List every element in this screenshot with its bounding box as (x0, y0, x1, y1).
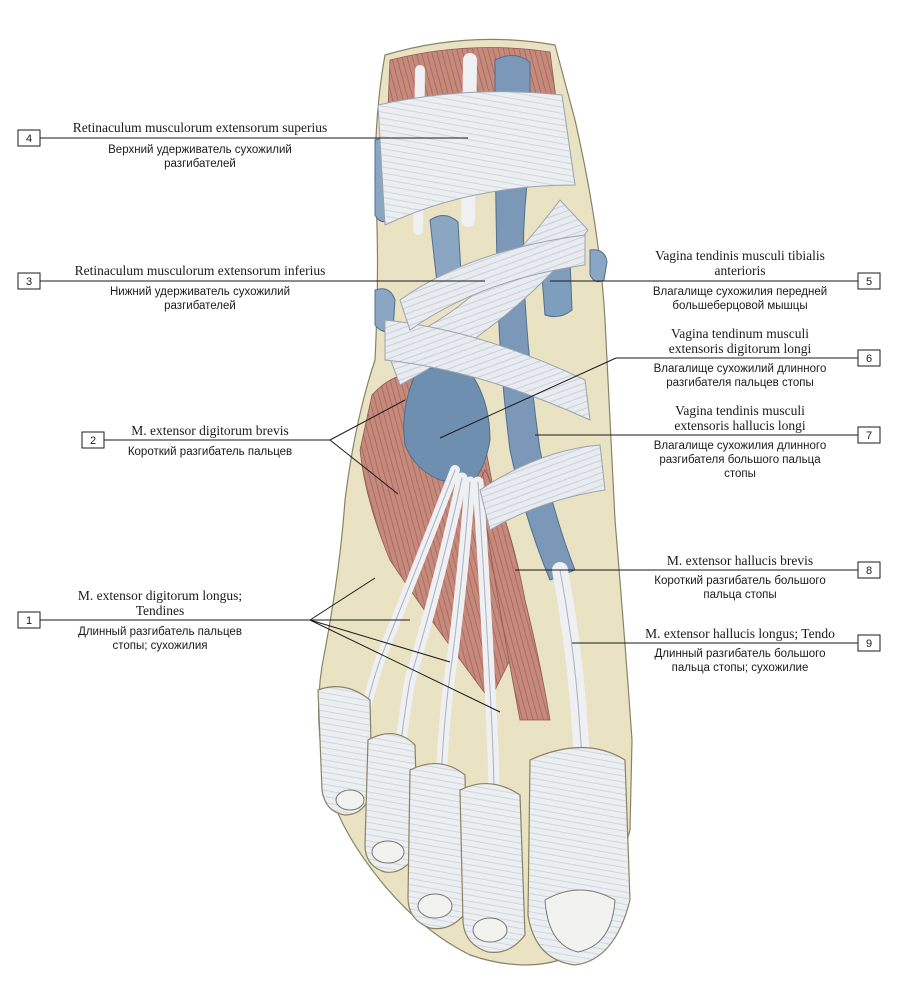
label-3-number: 3 (26, 276, 32, 288)
label-7: 7 Vagina tendinis musculi extensoris hal… (654, 403, 881, 480)
leader-lines (40, 137, 858, 713)
toe-3 (407, 763, 469, 930)
label-3-russian-1: Нижний удерживатель сухожилий (110, 286, 290, 298)
label-7-number: 7 (866, 430, 872, 442)
label-7-russian-2: разгибателя большого пальца (659, 454, 821, 466)
label-9-russian-1: Длинный разгибатель большого (655, 648, 826, 660)
superior-retinaculum (377, 91, 576, 226)
label-9: 9 M. extensor hallucis longus; Tendo Дли… (645, 626, 881, 674)
inferior-retinaculum-band-2 (384, 319, 591, 421)
toe-5 (317, 686, 373, 816)
label-1-latin-2: Tendines (136, 603, 185, 618)
label-8-russian-2: пальца стопы (703, 589, 776, 601)
label-5-number: 5 (866, 276, 872, 288)
label-1-russian-1: Длинный разгибатель пальцев (78, 626, 242, 638)
label-1: 1 M. extensor digitorum longus; Tendines… (17, 588, 242, 652)
label-2-russian-1: Короткий разгибатель пальцев (128, 446, 292, 458)
label-6-latin-1: Vagina tendinum musculi (671, 326, 809, 341)
label-9-latin: M. extensor hallucis longus; Tendo (645, 626, 835, 641)
label-5-russian-2: большеберцовой мышцы (672, 300, 807, 312)
label-3: 3 Retinaculum musculorum extensorum infe… (17, 263, 326, 312)
label-5: 5 Vagina tendinis musculi tibialis anter… (653, 248, 881, 312)
lateral-sheath-bit (589, 249, 608, 283)
label-6-russian-1: Влагалище сухожилий длинного (654, 363, 827, 375)
label-3-russian-2: разгибателей (164, 300, 236, 312)
label-7-latin-2: extensoris hallucis longi (674, 418, 805, 433)
label-4-russian-2: разгибателей (164, 158, 236, 170)
label-5-latin-2: anterioris (715, 263, 766, 278)
nail-5 (335, 789, 365, 811)
label-9-russian-2: пальца стопы; сухожилие (672, 662, 809, 674)
label-8: 8 M. extensor hallucis brevis Короткий р… (654, 553, 881, 601)
label-4: 4 Retinaculum musculorum extensorum supe… (17, 120, 328, 170)
label-3-latin: Retinaculum musculorum extensorum inferi… (75, 263, 326, 278)
label-2: 2 M. extensor digitorum brevis Короткий … (81, 423, 292, 458)
label-7-russian-3: стопы (724, 468, 756, 480)
label-4-number: 4 (26, 133, 32, 145)
toe-2 (459, 782, 526, 953)
label-4-latin: Retinaculum musculorum extensorum superi… (73, 120, 328, 135)
label-5-russian-1: Влагалище сухожилия передней (653, 286, 827, 298)
inferior-retinaculum-band-3 (399, 234, 586, 331)
label-4-russian-1: Верхний удерживатель сухожилий (108, 144, 292, 156)
label-6-number: 6 (866, 353, 872, 365)
label-6-russian-2: разгибателя пальцев стопы (666, 377, 814, 389)
label-6: 6 Vagina tendinum musculi extensoris dig… (654, 326, 881, 389)
label-1-latin-1: M. extensor digitorum longus; (78, 588, 242, 603)
label-1-russian-2: стопы; сухожилия (112, 640, 207, 652)
label-7-russian-1: Влагалище сухожилия длинного (654, 440, 827, 452)
hallucis-crossing-band (479, 444, 606, 531)
nail-1 (544, 889, 616, 953)
label-1-number: 1 (26, 615, 32, 627)
label-7-latin-1: Vagina tendinis musculi (675, 403, 805, 418)
label-5-latin-1: Vagina tendinis musculi tibialis (655, 248, 825, 263)
label-2-latin: M. extensor digitorum brevis (131, 423, 288, 438)
foot-illustration (317, 38, 633, 966)
label-8-latin: M. extensor hallucis brevis (667, 553, 813, 568)
label-9-number: 9 (866, 638, 872, 650)
toes (317, 686, 631, 966)
label-6-latin-2: extensoris digitorum longi (669, 341, 812, 356)
label-2-number: 2 (90, 435, 96, 447)
nail-2 (472, 917, 508, 943)
toe-4 (364, 733, 419, 873)
hallucis-brevis-muscle (479, 469, 551, 721)
label-8-number: 8 (866, 565, 872, 577)
nail-4 (371, 840, 405, 864)
nail-3 (417, 893, 453, 919)
label-8-russian-1: Короткий разгибатель большого (654, 575, 825, 587)
